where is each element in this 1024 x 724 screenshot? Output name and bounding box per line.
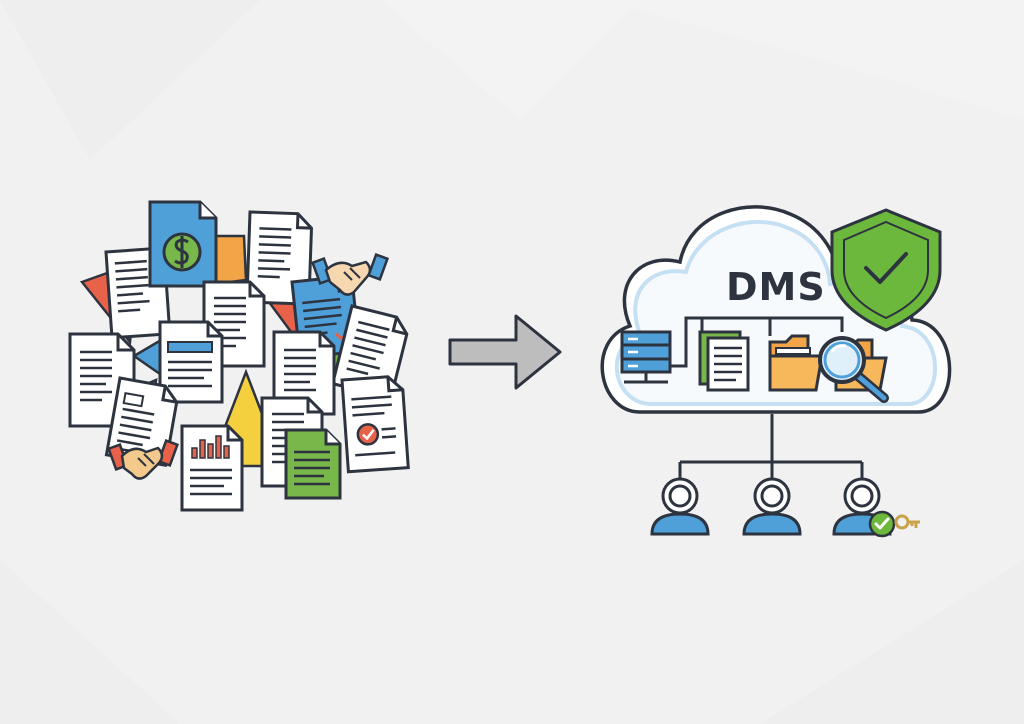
- server-icon: [620, 330, 672, 384]
- user-icon: [742, 477, 802, 536]
- check-circle-icon: [356, 423, 380, 446]
- chart-report-icon: [180, 424, 244, 512]
- verified-check-icon: [868, 510, 896, 538]
- dms-label: DMS: [726, 265, 826, 309]
- key-icon: [894, 514, 920, 530]
- stacked-documents-icon: [698, 330, 750, 392]
- security-shield-icon: [830, 208, 942, 332]
- search-magnifier-icon: [818, 336, 889, 403]
- user-icon: [650, 477, 710, 536]
- invoice-document-icon: [148, 200, 218, 288]
- document-icon: [284, 428, 342, 500]
- handshake-icon: [310, 253, 390, 296]
- document-pile: [68, 200, 410, 512]
- cloud-connectors: [670, 316, 844, 368]
- user-connectors: [678, 414, 864, 478]
- document-icon: [104, 376, 179, 467]
- document-icon: [330, 304, 409, 400]
- approved-document-icon: [340, 375, 410, 474]
- folder-icon: [768, 334, 824, 392]
- handshake-icon: [106, 439, 180, 480]
- transition-arrow: [448, 314, 562, 390]
